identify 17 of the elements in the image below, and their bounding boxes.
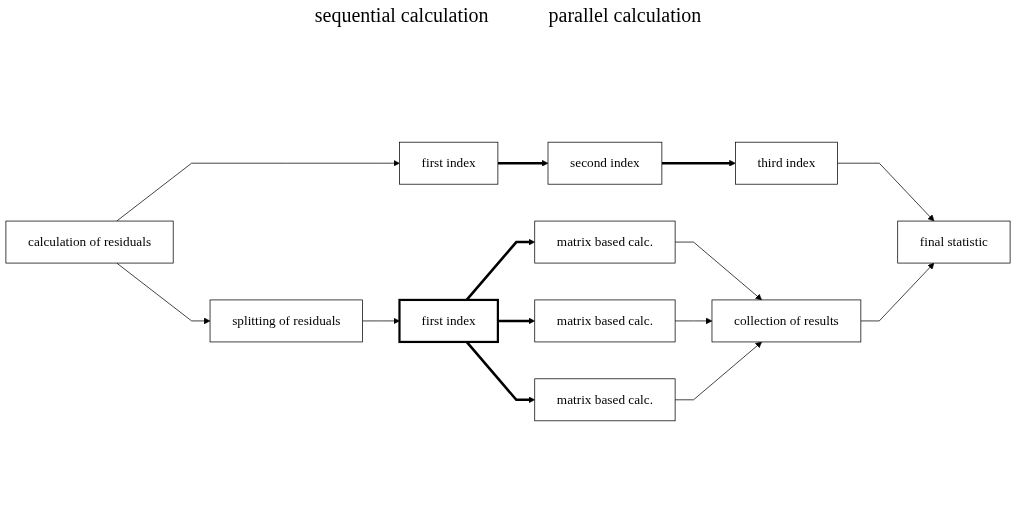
node-box: splitting of residuals (209, 299, 363, 343)
arrow (497, 159, 549, 167)
node-box: second index (547, 141, 663, 185)
node-box: final statistic (897, 220, 1011, 264)
node-box: matrix based calc. (534, 220, 676, 264)
node-box: third index (735, 141, 838, 185)
node-box: matrix based calc. (534, 299, 676, 343)
node-box: matrix based calc. (534, 378, 676, 422)
arrow (465, 341, 536, 404)
node-box: collection of results (711, 299, 862, 343)
node-box: first index (399, 141, 499, 185)
node-box: calculation of residuals (5, 220, 174, 264)
note-text: sequential calculation (314, 4, 489, 27)
node-box: first index (398, 298, 499, 344)
arrow (497, 317, 536, 325)
note-text: parallel calculation (548, 4, 702, 27)
arrow (661, 159, 736, 167)
